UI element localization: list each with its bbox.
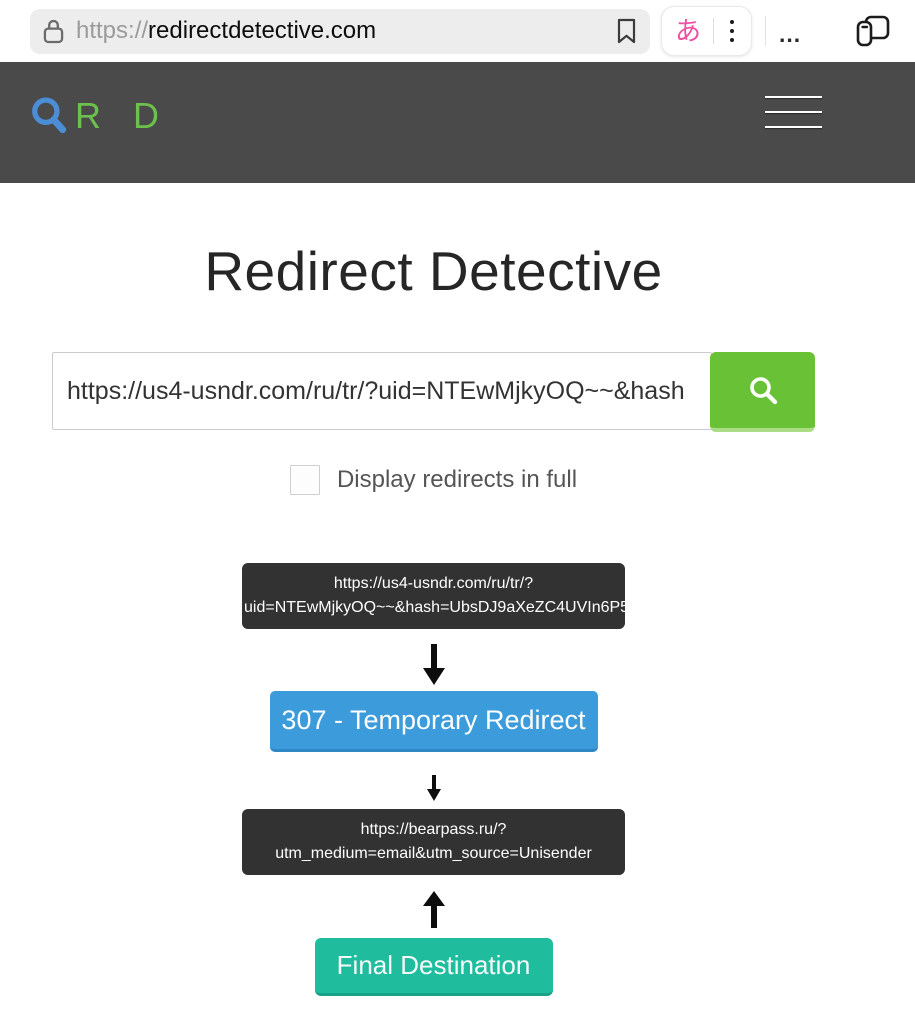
main-content: Redirect Detective Display redirects in …: [52, 239, 815, 996]
checkbox-label: Display redirects in full: [336, 466, 578, 493]
destination-url-box: https://bearpass.ru/? utm_medium=email&u…: [242, 809, 625, 875]
source-url-box: https://us4-usndr.com/ru/tr/? uid=NTEwMj…: [242, 563, 625, 629]
search-button[interactable]: [710, 352, 815, 432]
display-full-option: Display redirects in full: [52, 465, 815, 495]
redirect-status-label: 307 - Temporary Redirect: [281, 704, 586, 735]
final-destination-box: Final Destination: [314, 938, 553, 996]
site-header: R D: [0, 62, 915, 183]
tabs-icon[interactable]: [855, 15, 891, 47]
url-search-input[interactable]: [52, 352, 712, 430]
arrow-down-small-icon: [426, 775, 441, 801]
browser-toolbar: https://redirectdetective.com あ ...: [0, 0, 915, 62]
final-destination-label: Final Destination: [336, 950, 531, 980]
search-icon: [747, 374, 779, 406]
url-text[interactable]: https://redirectdetective.com: [76, 17, 604, 45]
display-redirects-checkbox[interactable]: [289, 465, 320, 495]
destination-url-line1: https://bearpass.ru/?: [360, 821, 507, 838]
page-title: Redirect Detective: [204, 240, 663, 302]
source-url-line2: uid=NTEwMjkyOQ~~&hash=UbsDJ9aXeZC4UVIn6P…: [244, 599, 625, 616]
divider: [713, 18, 715, 44]
address-bar[interactable]: https://redirectdetective.com: [30, 8, 650, 54]
redirect-diagram: https://us4-usndr.com/ru/tr/? uid=NTEwMj…: [52, 563, 815, 996]
divider: [765, 16, 767, 46]
arrow-down-icon: [422, 644, 445, 685]
page-actions-group: あ: [661, 6, 753, 56]
redirect-status-box: 307 - Temporary Redirect: [269, 691, 598, 752]
logo-letters: R D: [75, 94, 170, 136]
search-row: [52, 352, 815, 432]
url-domain: redirectdetective.com: [148, 17, 377, 44]
url-scheme: https://: [76, 17, 149, 44]
source-url-line1: https://us4-usndr.com/ru/tr/?: [333, 575, 534, 592]
ime-icon[interactable]: あ: [675, 16, 702, 46]
magnifier-logo-icon: [30, 97, 68, 135]
arrow-up-icon: [422, 891, 445, 928]
bookmark-icon[interactable]: [616, 18, 637, 44]
lock-icon: [43, 18, 64, 44]
hamburger-menu-icon[interactable]: [765, 95, 822, 128]
destination-url-line2: utm_medium=email&utm_source=Unisender: [275, 845, 592, 862]
kebab-menu-icon[interactable]: [726, 18, 738, 44]
site-logo[interactable]: R D: [30, 97, 170, 135]
overflow-menu-button[interactable]: ...: [779, 20, 802, 47]
